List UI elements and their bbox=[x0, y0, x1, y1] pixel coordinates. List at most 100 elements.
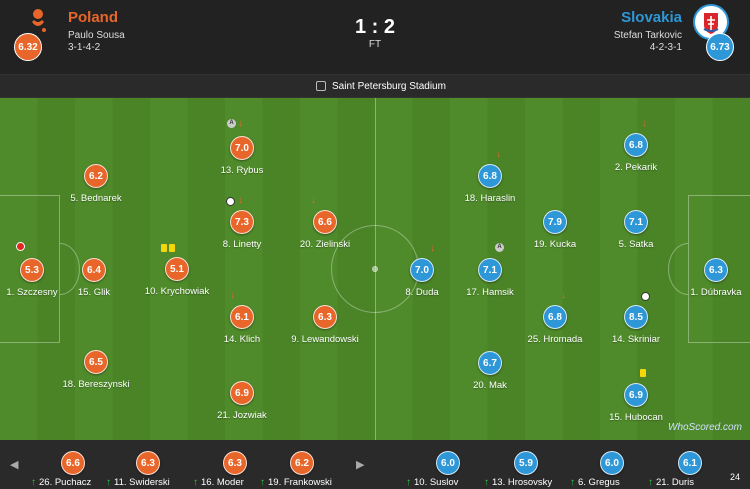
player-linetty[interactable]: 7.3 8. Linetty ↓ bbox=[202, 196, 282, 254]
arrow-up-icon: ↑ bbox=[484, 477, 489, 488]
player-satka[interactable]: 7.1 5. Satka bbox=[596, 210, 676, 254]
player-rating: 6.3 bbox=[704, 258, 728, 282]
player-name: 5. Bednarek bbox=[70, 193, 122, 204]
player-mak[interactable]: 6.7 20. Mak bbox=[450, 351, 530, 395]
player-rating: 7.9 bbox=[543, 210, 567, 234]
bench-bar: ◀ 6.6 ↑26. Puchacz 6.3 ↑11. Swiderski 6.… bbox=[0, 440, 750, 489]
sub-rating: 6.0 bbox=[600, 451, 624, 475]
sub-hrosovsky[interactable]: 5.9 ↑13. Hrosovsky bbox=[484, 440, 566, 489]
poland-crest-icon bbox=[32, 9, 46, 32]
ball-icon bbox=[641, 292, 650, 301]
player-rating: 6.2 bbox=[84, 164, 108, 188]
arrow-up-icon: ↑ bbox=[570, 477, 575, 488]
player-rating: 6.9 bbox=[624, 383, 648, 407]
player-name: 8. Linetty bbox=[222, 239, 262, 250]
home-manager: Paulo Sousa bbox=[68, 30, 125, 41]
yellow-card-icon bbox=[640, 369, 646, 377]
sub-gregus[interactable]: 6.0 ↑6. Gregus bbox=[570, 440, 652, 489]
player-rating: 6.1 bbox=[230, 305, 254, 329]
arrow-down-icon: ↓ bbox=[238, 118, 243, 129]
player-pekarik[interactable]: 6.8 2. Pekarik ↓ bbox=[596, 119, 676, 177]
yellow-card-icon bbox=[169, 244, 175, 252]
player-hubocan[interactable]: 6.9 15. Hubocan bbox=[596, 369, 676, 427]
sub-duris[interactable]: 6.1 ↑21. Duris bbox=[648, 440, 730, 489]
home-team-name[interactable]: Poland bbox=[68, 9, 119, 26]
away-team-rating: 6.73 bbox=[706, 33, 734, 61]
player-rating: 5.1 bbox=[165, 257, 189, 281]
sub-suslov[interactable]: 6.0 ↑10. Suslov bbox=[406, 440, 488, 489]
stadium-icon bbox=[316, 81, 326, 91]
player-rating: 6.8 bbox=[543, 305, 567, 329]
player-name: 13. Rybus bbox=[220, 165, 264, 176]
arrow-up-icon: ↑ bbox=[106, 477, 111, 488]
arrow-down-icon: ↓ bbox=[561, 290, 566, 301]
arrow-up-icon: ↑ bbox=[406, 477, 411, 488]
match-score: 1 : 2 bbox=[354, 16, 396, 38]
sub-name: 19. Frankowski bbox=[268, 477, 332, 488]
player-glik[interactable]: 6.4 15. Glik bbox=[54, 258, 134, 302]
player-duda[interactable]: 7.0 8. Duda ↓ bbox=[382, 244, 462, 302]
player-name: 1. Szczesny bbox=[6, 287, 58, 298]
player-skriniar[interactable]: 8.5 14. Skriniar bbox=[596, 292, 676, 349]
player-rating: 6.8 bbox=[478, 164, 502, 188]
sub-label: ↑26. Puchacz bbox=[31, 477, 121, 488]
player-krychowiak[interactable]: 5.1 10. Krychowiak bbox=[137, 244, 217, 301]
player-hamsik[interactable]: 7.1 17. Hamsik A bbox=[450, 243, 530, 302]
venue-name: Saint Petersburg Stadium bbox=[332, 81, 446, 92]
player-rating: 7.1 bbox=[624, 210, 648, 234]
sub-name: 16. Moder bbox=[201, 477, 244, 488]
chevron-right-icon[interactable]: ▶ bbox=[356, 459, 365, 471]
player-name: 17. Hamsik bbox=[466, 287, 514, 298]
player-name: 18. Bereszynski bbox=[62, 379, 130, 390]
player-name: 20. Mak bbox=[473, 380, 507, 391]
player-kucka[interactable]: 7.9 19. Kucka bbox=[515, 210, 595, 254]
sub-moder[interactable]: 6.3 ↑ 16. Moder bbox=[193, 440, 275, 489]
sub-rating: 6.3 bbox=[136, 451, 160, 475]
sub-rating: 6.0 bbox=[436, 451, 460, 475]
player-rating: 5.3 bbox=[20, 258, 44, 282]
player-rating: 6.5 bbox=[84, 350, 108, 374]
match-header: 6.32 Poland Paulo Sousa 3-1-4-2 1 : 2 FT… bbox=[0, 0, 750, 74]
player-klich[interactable]: 6.1 14. Klich ↓ bbox=[202, 291, 282, 349]
player-rating: 7.0 bbox=[410, 258, 434, 282]
arrow-up-icon: ↑ bbox=[648, 477, 653, 488]
player-jozwiak[interactable]: 6.9 21. Jozwiak bbox=[202, 381, 282, 425]
away-formation: 4-2-3-1 bbox=[649, 42, 682, 53]
player-rybus[interactable]: 7.0 13. Rybus A ↓ bbox=[202, 119, 282, 180]
player-szczesny[interactable]: 5.3 1. Szczesny bbox=[0, 242, 72, 302]
player-name: 5. Satka bbox=[618, 239, 654, 250]
sub-swiderski[interactable]: 6.3 ↑11. Swiderski bbox=[106, 440, 188, 489]
home-team-rating: 6.32 bbox=[14, 33, 42, 61]
player-lewandowski[interactable]: 6.3 9. Lewandowski bbox=[285, 305, 365, 349]
player-dubravka[interactable]: 6.3 1. Dúbravka bbox=[676, 258, 750, 302]
player-bereszynski[interactable]: 6.5 18. Bereszynski bbox=[56, 350, 136, 394]
sub-rating: 6.3 bbox=[223, 451, 247, 475]
player-name: 10. Krychowiak bbox=[144, 286, 210, 297]
arrow-down-icon: ↓ bbox=[642, 118, 647, 129]
venue-bar: Saint Petersburg Stadium bbox=[0, 74, 750, 98]
player-zielinski[interactable]: 6.6 20. Zielinski ↓ bbox=[285, 196, 365, 254]
arrow-up-icon: ↑ bbox=[260, 477, 265, 488]
player-haraslin[interactable]: 6.8 18. Haraslin ↓ bbox=[450, 150, 530, 208]
sub-frankowski[interactable]: 6.2 ↑19. Frankowski bbox=[260, 440, 342, 489]
ball-icon bbox=[226, 197, 235, 206]
sub-label: ↑21. Duris bbox=[648, 477, 738, 488]
player-hromada[interactable]: 6.8 25. Hromada ↓ bbox=[515, 291, 595, 349]
sub-rating: 5.9 bbox=[514, 451, 538, 475]
bench-more-count[interactable]: 24 bbox=[730, 472, 741, 482]
player-name: 1. Dúbravka bbox=[690, 287, 742, 298]
chevron-left-icon[interactable]: ◀ bbox=[10, 459, 19, 471]
away-team-name[interactable]: Slovakia bbox=[621, 9, 682, 26]
sub-name: 13. Hrosovsky bbox=[492, 477, 553, 488]
sub-label: ↑10. Suslov bbox=[406, 477, 496, 488]
sub-name: 10. Suslov bbox=[414, 477, 459, 488]
sub-name: 11. Swiderski bbox=[114, 477, 170, 488]
arrow-down-icon: ↓ bbox=[238, 195, 243, 206]
player-rating: 6.9 bbox=[230, 381, 254, 405]
player-rating: 6.6 bbox=[313, 210, 337, 234]
player-bednarek[interactable]: 6.2 5. Bednarek bbox=[56, 164, 136, 208]
player-rating: 6.8 bbox=[624, 133, 648, 157]
home-formation: 3-1-4-2 bbox=[68, 42, 101, 53]
sub-puchacz[interactable]: 6.6 ↑26. Puchacz bbox=[31, 440, 113, 489]
pitch bbox=[0, 98, 750, 440]
